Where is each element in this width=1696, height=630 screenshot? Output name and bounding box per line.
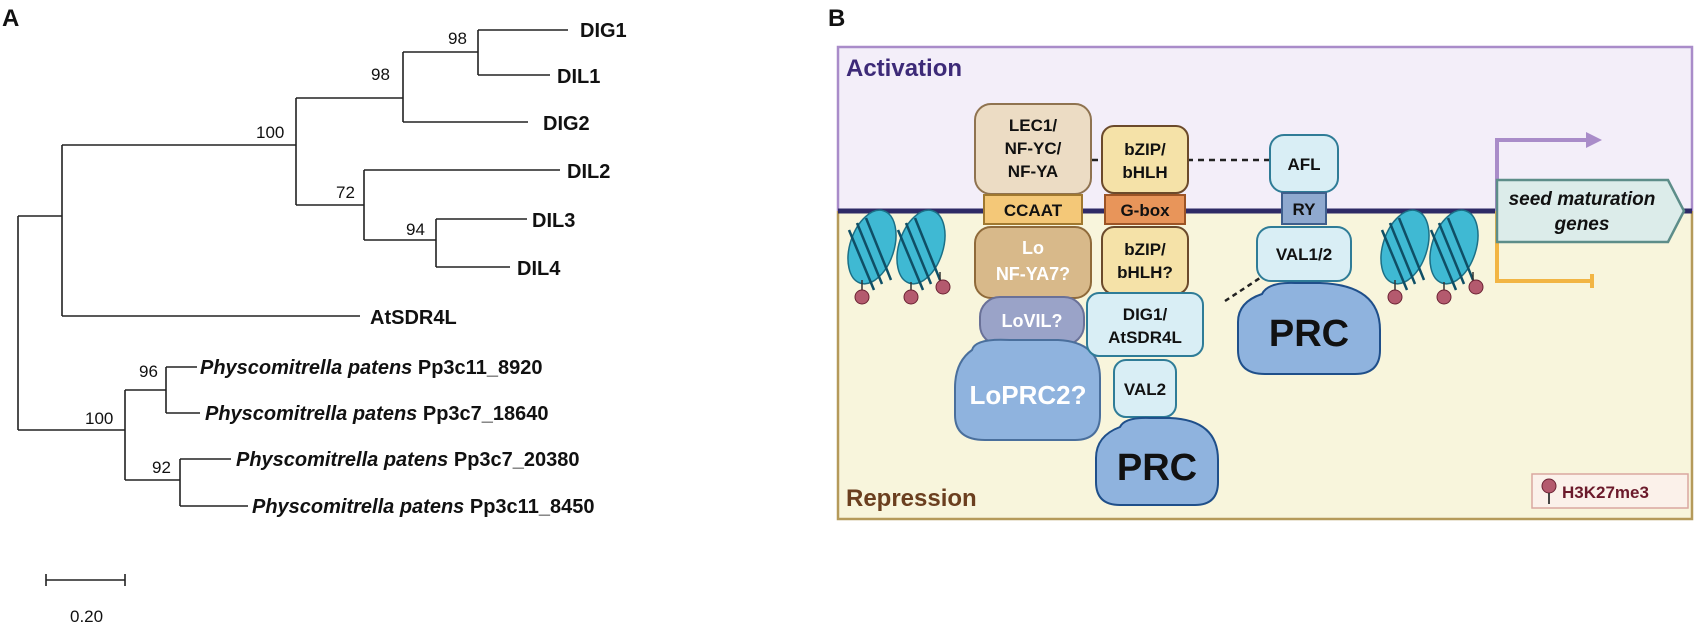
ccaat-box	[983, 194, 1083, 225]
bootstrap-value: 100	[256, 123, 284, 142]
nucleosome-cluster-right	[1380, 209, 1484, 305]
seed-maturation-line1: seed maturation	[1509, 189, 1656, 210]
h3k27me3-mark	[1468, 279, 1484, 295]
loprc2-shape	[954, 338, 1101, 441]
taxon-pp2: Physcomitrella patens Pp3c7_18640	[205, 403, 549, 425]
ry-box	[1281, 192, 1327, 225]
bootstrap-value: 96	[139, 362, 158, 381]
taxon-pp3-species: Physcomitrella patens	[236, 449, 448, 471]
dig1-line1: DIG1/	[1123, 305, 1168, 324]
val2-label: VAL2	[1124, 380, 1166, 399]
taxon-pp3: Physcomitrella patens Pp3c7_20380	[236, 449, 580, 471]
dig1-atsdr4l-box	[1086, 292, 1204, 357]
bzip-top-line1: bZIP/	[1124, 140, 1166, 159]
prc-right-label: PRC	[1269, 313, 1349, 355]
taxon-dil4: DIL4	[517, 258, 561, 280]
gbox-label: G-box	[1120, 201, 1170, 220]
ry-label: RY	[1293, 200, 1317, 219]
taxon-atsdr4l: AtSDR4L	[370, 307, 457, 329]
h3k27me3-mark-group	[1387, 272, 1484, 305]
bzip-top-box	[1101, 125, 1189, 194]
legend-mark-icon	[1541, 478, 1557, 494]
taxon-pp1: Physcomitrella patens Pp3c11_8920	[200, 357, 542, 379]
bootstrap-values: 98 98 100 72 94 96 100 92	[85, 29, 467, 477]
h3k27me3-mark	[935, 279, 951, 295]
nucleosome-dna-wrap	[1429, 217, 1475, 291]
prc-center-label: PRC	[1117, 447, 1197, 489]
center-complex: bZIP/ bHLH G-box bZIP/ bHLH? DIG1/ AtSDR…	[1086, 125, 1219, 506]
taxon-dil2: DIL2	[567, 161, 610, 183]
val12-label: VAL1/2	[1276, 245, 1332, 264]
repression-frame	[836, 211, 1694, 521]
h3k27me3-mark	[1387, 289, 1403, 305]
taxon-dig1: DIG1	[580, 20, 627, 42]
bzip-bot-line1: bZIP/	[1124, 240, 1166, 259]
panel-b-label: B	[828, 5, 845, 32]
seed-maturation-line2: genes	[1554, 214, 1610, 235]
scale-bar: 0.20	[45, 574, 126, 626]
lec1-line1: LEC1/	[1009, 116, 1057, 135]
nucleosome-cluster-left	[847, 209, 951, 305]
taxon-pp4-species: Physcomitrella patens	[252, 496, 464, 518]
nucleosome-dna-wrap	[847, 217, 893, 291]
activation-label: Activation	[846, 55, 962, 82]
bootstrap-value: 92	[152, 458, 171, 477]
h3k27me3-mark	[854, 289, 870, 305]
bzip-top-line2: bHLH	[1122, 163, 1167, 182]
panel-a-label: A	[2, 5, 19, 32]
taxon-pp1-species: Physcomitrella patens	[200, 357, 412, 379]
scale-bar-label: 0.20	[70, 607, 103, 626]
taxon-pp2-id: Pp3c7_18640	[423, 403, 549, 425]
bootstrap-value: 100	[85, 409, 113, 428]
nucleosome-dna-wrap	[1380, 217, 1426, 291]
lovil-label: LoVIL?	[1002, 311, 1063, 331]
bootstrap-value: 98	[371, 65, 390, 84]
prc-right-shape	[1237, 281, 1381, 375]
bzip-bot-line2: bHLH?	[1117, 263, 1173, 282]
legend-box	[1531, 473, 1689, 509]
taxon-pp4-id: Pp3c11_8450	[470, 496, 595, 518]
repression-label: Repression	[846, 485, 977, 512]
gbox-box	[1104, 194, 1186, 225]
left-complex: LEC1/ NF-YC/ NF-YA CCAAT Lo NF-YA7? LoVI…	[954, 103, 1101, 441]
lo-line1: Lo	[1022, 238, 1044, 258]
taxon-pp4: Physcomitrella patens Pp3c11_8450	[252, 496, 594, 518]
bootstrap-value: 98	[448, 29, 467, 48]
activation-frame	[836, 45, 1694, 211]
taxon-labels: DIG1 DIL1 DIG2 DIL2 DIL3 DIL4 AtSDR4L Ph…	[200, 20, 627, 518]
loprc2-label: LoPRC2?	[970, 380, 1087, 410]
taxon-pp3-id: Pp3c7_20380	[454, 449, 580, 471]
nucleosome-dna-wrap	[896, 217, 942, 291]
lec1-line3: NF-YA	[1008, 162, 1058, 181]
seed-maturation-genes-shape	[1495, 178, 1686, 244]
bzip-bottom-box	[1101, 226, 1189, 295]
legend-label: H3K27me3	[1562, 483, 1649, 502]
right-complex: AFL RY VAL1/2 PRC	[1237, 134, 1381, 375]
dig1-line2: AtSDR4L	[1108, 328, 1182, 347]
model-diagram: Activation Repression	[836, 45, 1694, 521]
taxon-dil3: DIL3	[532, 210, 575, 232]
interaction-dash-dig1-val	[1224, 274, 1264, 303]
h3k27me3-mark	[1436, 289, 1452, 305]
lec1-line2: NF-YC/	[1005, 139, 1062, 158]
h3k27me3-mark	[903, 289, 919, 305]
phylogenetic-tree	[17, 29, 568, 507]
val12-box	[1256, 226, 1352, 282]
prc-center-shape	[1095, 416, 1219, 506]
taxon-dil1: DIL1	[557, 66, 600, 88]
bootstrap-value: 94	[406, 220, 425, 239]
taxon-dig2: DIG2	[543, 113, 590, 135]
bootstrap-value: 72	[336, 183, 355, 202]
ccaat-label: CCAAT	[1004, 201, 1063, 220]
afl-label: AFL	[1287, 155, 1320, 174]
taxon-pp2-species: Physcomitrella patens	[205, 403, 417, 425]
h3k27me3-mark-group	[854, 272, 951, 305]
lo-line2: NF-YA7?	[996, 264, 1070, 284]
taxon-pp1-id: Pp3c11_8920	[418, 357, 543, 379]
activation-arrowhead	[1586, 132, 1602, 148]
h3k27me3-legend: H3K27me3	[1531, 473, 1689, 509]
